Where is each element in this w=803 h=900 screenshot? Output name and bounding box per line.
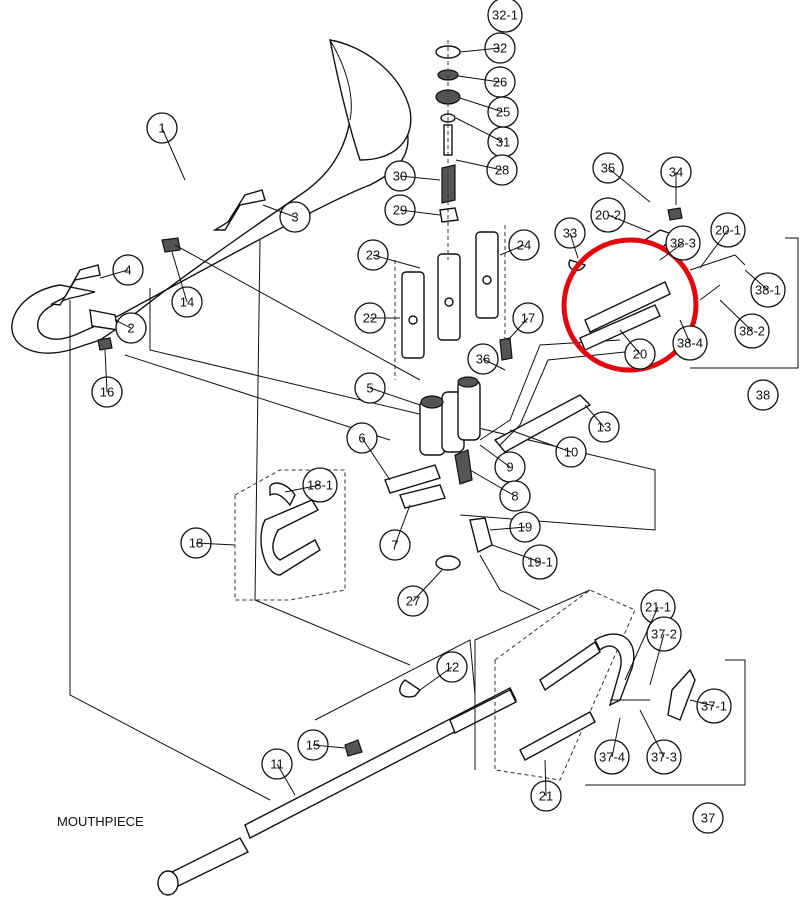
part-16 (97, 337, 113, 351)
slide-18 (234, 469, 346, 601)
callout-leader-38-4 (679, 319, 691, 344)
callout-leader-37-1 (689, 699, 715, 707)
callout-leader-37-2 (649, 633, 665, 686)
callout-leader-6 (361, 437, 391, 481)
callout-32-1: 32-1 (487, 0, 523, 33)
callout-leader-37-4 (611, 717, 621, 758)
brace-4 (49, 264, 101, 306)
part-14 (161, 237, 181, 253)
callout-leader-30 (399, 175, 441, 181)
callout-leader-7 (394, 504, 411, 546)
callout-leader-11 (276, 763, 296, 796)
part-17 (499, 337, 513, 361)
callout-leader-31 (455, 117, 504, 143)
callout-37: 37 (692, 802, 724, 834)
slide-tube-13 (493, 394, 592, 453)
brace-3 (212, 189, 266, 231)
callout-leader-36 (482, 358, 506, 371)
callout-leader-12 (419, 666, 453, 691)
callout-leader-38-3 (659, 242, 684, 261)
callout-number: 37 (701, 811, 715, 826)
slide-21-group (474, 589, 746, 786)
callout-leader-23 (372, 254, 421, 269)
callout-leader-24 (499, 244, 525, 256)
callout-leader-4 (99, 269, 129, 279)
callout-leader-21-1 (624, 606, 659, 681)
leadpipe-11 (157, 639, 517, 896)
callout-leader-2 (114, 319, 132, 329)
callout-leader-20 (619, 329, 641, 355)
callout-leaders (99, 47, 769, 797)
callout-leader-13 (584, 404, 605, 428)
callout-leader-33 (569, 232, 579, 259)
callout-leader-27 (412, 569, 443, 602)
callout-leader-5 (369, 387, 421, 406)
callout-15: 15 (297, 729, 329, 761)
callout-circle (692, 802, 724, 834)
callout-number: 32-1 (492, 8, 518, 23)
callout-leader-18 (195, 542, 236, 546)
callout-leader-29 (399, 209, 441, 216)
callout-leader-16 (104, 349, 108, 393)
mouthpiece-label: MOUTHPIECE (57, 814, 144, 829)
bell-section (11, 39, 412, 354)
callout-circle (747, 379, 779, 411)
callout-24: 24 (508, 229, 540, 261)
callout-leader-38-2 (719, 299, 753, 332)
valve-casing-5 (419, 376, 481, 456)
callout-leader-19-1 (491, 544, 541, 563)
callout-leader-21 (544, 759, 547, 797)
slide-tube-7 (399, 484, 446, 509)
callout-leader-10 (509, 429, 572, 453)
valve-cap-parts (435, 40, 461, 260)
callout-leader-38-1 (744, 269, 769, 291)
part-8 (454, 449, 473, 485)
callout-circle (487, 0, 523, 33)
slide-tube-6 (384, 464, 441, 494)
callout-leader-32 (459, 47, 501, 53)
callout-leader-35 (607, 167, 651, 203)
callout-leader-37-3 (639, 709, 665, 758)
callout-leader-18-1 (284, 484, 321, 493)
callout-leader-9 (479, 444, 511, 468)
callout-leader-20-1 (699, 229, 729, 269)
callout-leader-15 (312, 744, 346, 749)
callout-38: 38 (747, 379, 779, 411)
callout-number: 38 (756, 388, 770, 403)
slide-20-group (568, 207, 799, 369)
callout-leader-3 (262, 204, 296, 218)
callout-leader-19 (489, 526, 526, 531)
callout-leader-17 (507, 317, 529, 341)
callout-leader-1 (161, 127, 186, 181)
callout-leader-25 (459, 97, 504, 113)
valve-pistons (394, 225, 506, 380)
callout-leader-26 (457, 75, 501, 83)
part-27 (435, 555, 461, 571)
callout-leader-8 (469, 469, 516, 497)
callout-leader-20-2 (607, 214, 651, 233)
callout-leader-14 (171, 251, 188, 303)
callout-leader-28 (455, 159, 503, 171)
part-19 (469, 517, 493, 554)
